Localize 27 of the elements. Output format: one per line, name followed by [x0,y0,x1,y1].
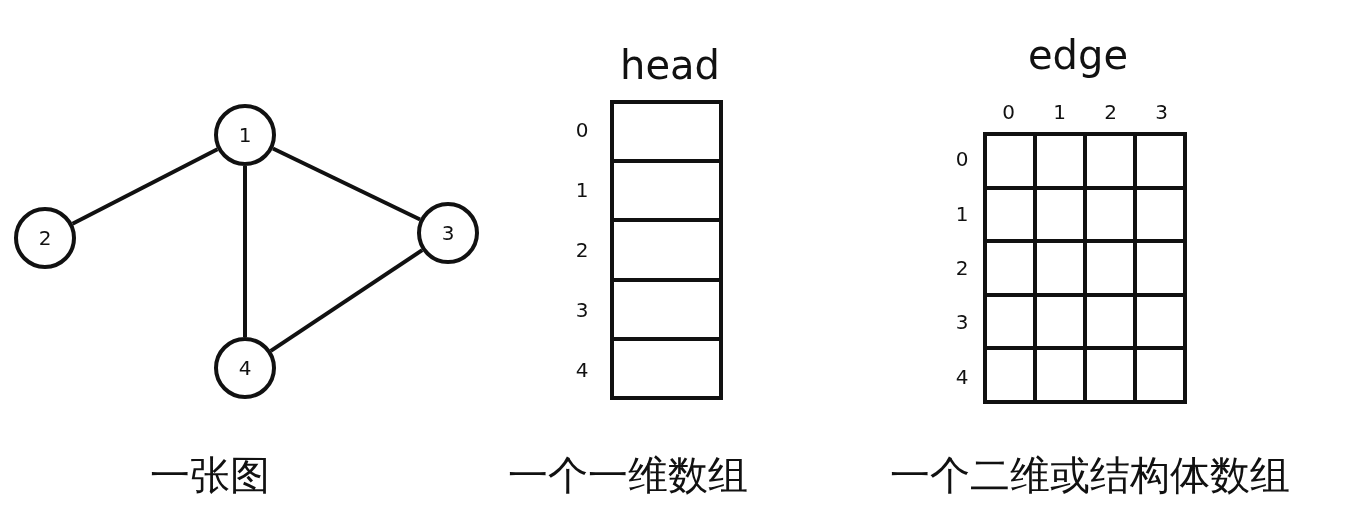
index-number: 0 [575,118,589,142]
index-number: 3 [575,298,589,322]
index-number: 2 [575,238,589,262]
index-number: 4 [955,364,969,389]
caption: 一张图 [150,450,270,500]
array-name: edge [1028,32,1128,78]
edge-line [272,146,421,222]
index-number: 0 [955,147,969,172]
edge-line [243,166,247,337]
edge-line [71,147,219,226]
vertex-circle: 1 [214,104,276,166]
index-number: 2 [955,256,969,280]
index-number: 3 [955,310,969,335]
caption: 一个二维或结构体数组 [890,450,1290,500]
vertex-circle: 4 [214,337,276,399]
index-number: 1 [955,201,969,226]
edge-line [269,248,424,353]
index-number: 2 [1104,100,1117,124]
array-name: head [620,42,720,88]
caption: 一个一维数组 [508,450,748,500]
vertex-circle: 3 [417,202,479,264]
vertex-circle: 2 [14,207,76,269]
index-number: 4 [575,358,589,382]
index-number: 3 [1155,100,1168,124]
index-number: 1 [1053,100,1066,124]
index-number: 1 [575,178,589,202]
index-number: 0 [1002,100,1015,124]
